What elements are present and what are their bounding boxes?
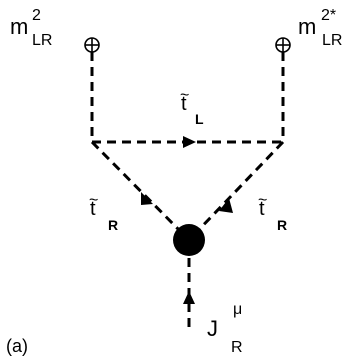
svg-text:L: L xyxy=(195,111,204,127)
arrow-left-icon xyxy=(141,192,153,205)
panel-label: (a) xyxy=(6,336,28,356)
vertex-blob-icon xyxy=(173,224,205,256)
mass-insertion-icon xyxy=(84,37,100,53)
svg-text:2: 2 xyxy=(32,7,41,24)
svg-text:2*: 2* xyxy=(321,7,336,24)
svg-text:t: t xyxy=(181,93,187,115)
arrow-current-icon xyxy=(183,291,195,304)
svg-text:LR: LR xyxy=(322,32,342,49)
svg-text:~: ~ xyxy=(89,192,98,209)
arrow-right-icon xyxy=(219,198,233,213)
svg-text:m: m xyxy=(10,14,28,39)
insertion-label-right: m 2* LR xyxy=(298,7,342,49)
svg-text:t: t xyxy=(259,198,265,220)
arrow-top-icon xyxy=(183,136,196,148)
stop-label-top: ~ t L xyxy=(180,87,204,127)
svg-text:~: ~ xyxy=(258,192,267,209)
stop-label-left: ~ t R xyxy=(89,192,118,233)
svg-text:R: R xyxy=(108,217,118,233)
svg-text:J: J xyxy=(207,316,218,341)
svg-text:LR: LR xyxy=(32,32,52,49)
current-label: J μ R xyxy=(207,301,243,356)
svg-text:R: R xyxy=(277,217,287,233)
stop-label-right: ~ t R xyxy=(258,192,287,233)
mass-insertion-icon xyxy=(275,37,291,53)
svg-text:m: m xyxy=(298,14,316,39)
insertion-label-left: m 2 LR xyxy=(10,7,52,49)
svg-text:t: t xyxy=(90,198,96,220)
svg-text:~: ~ xyxy=(180,87,189,104)
svg-text:μ: μ xyxy=(233,301,242,318)
svg-text:R: R xyxy=(231,339,243,356)
stop-propagator-left xyxy=(90,140,191,242)
stop-propagator-right xyxy=(187,140,285,242)
